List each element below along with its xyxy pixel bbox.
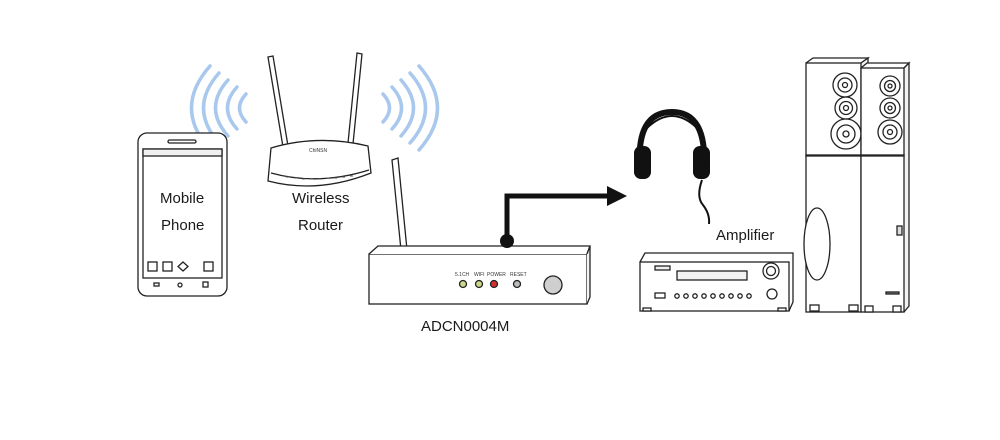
panel-label-reset: RESET [510,272,527,278]
wifi-waves-right-icon [381,64,440,152]
phone-label-line1: Mobile [160,190,205,207]
phone-label-line2: Phone [161,217,205,234]
adcn-device-icon [368,157,591,305]
device-label: ADCN0004M [421,318,510,335]
headphones-icon [634,108,711,225]
amplifier-icon [639,252,794,312]
mobile-phone-icon [137,132,228,297]
panel-label-5-1ch: 5.1CH [455,272,470,278]
panel-label-wifi: WIFI [474,272,485,278]
wireless-router-icon [267,52,372,187]
tower-speaker-right-icon [860,61,911,313]
panel-label-power: POWER [487,272,506,278]
router-brand: ChiNSN [309,148,327,154]
amplifier-label: Amplifier [716,227,775,244]
router-label-line2: Router [298,217,344,234]
router-label-line1: Wireless [292,190,350,207]
connection-arrow [500,186,627,248]
tower-speaker-left-icon [803,56,871,313]
